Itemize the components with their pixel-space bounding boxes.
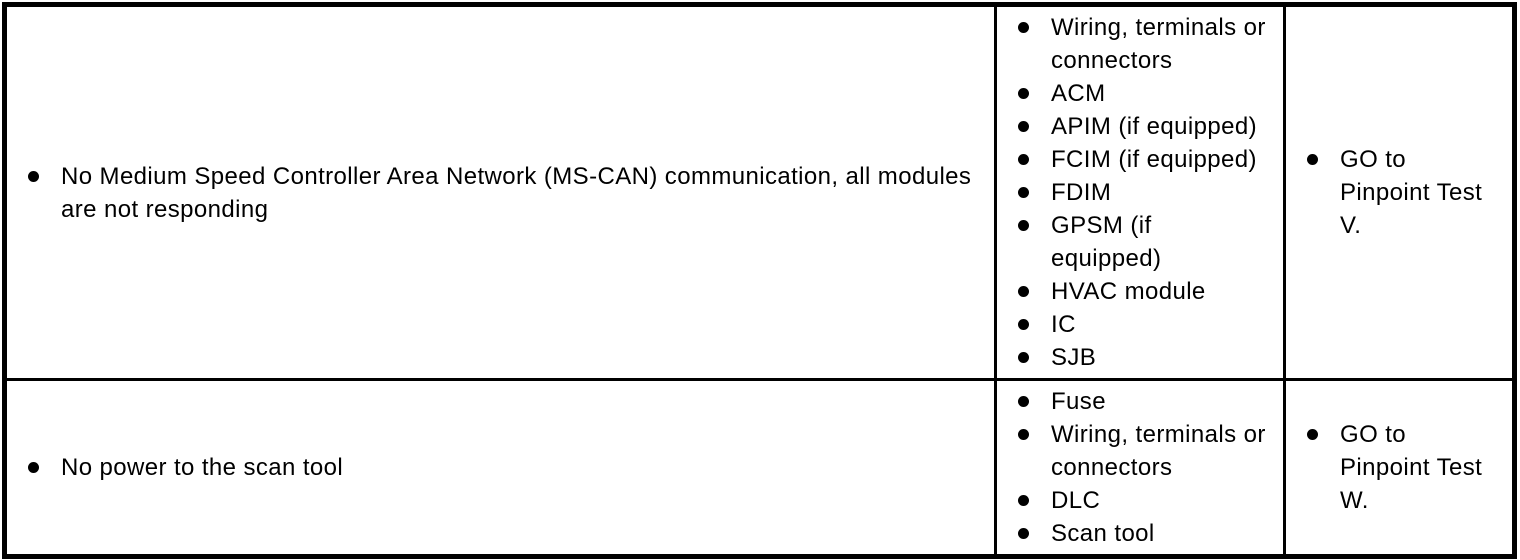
possible-sources-item: Wiring, terminals or connectors: [1018, 418, 1277, 484]
symptoms-item: No Medium Speed Controller Area Network …: [28, 160, 988, 226]
actions-text: GO to Pinpoint Test W.: [1340, 421, 1483, 514]
possible-sources-item: DLC: [1018, 484, 1277, 517]
actions-item: GO to Pinpoint Test V.: [1307, 143, 1506, 242]
possible-sources-text: IC: [1051, 311, 1076, 338]
possible-sources-text: FDIM: [1051, 179, 1112, 206]
bullet-icon: [1018, 121, 1029, 132]
possible-sources-item: Fuse: [1018, 385, 1277, 418]
symptoms-item: No power to the scan tool: [28, 451, 988, 484]
symptoms-text: No power to the scan tool: [61, 454, 344, 481]
bullet-icon: [1018, 352, 1029, 363]
possible-sources-item: GPSM (if equipped): [1018, 209, 1277, 275]
symptom-cell: No power to the scan tool: [3, 378, 997, 558]
bullet-icon: [1018, 88, 1029, 99]
bullet-icon: [1018, 495, 1029, 506]
bullet-icon: [1018, 22, 1029, 33]
bullet-icon: [28, 462, 39, 473]
bullet-icon: [1018, 429, 1029, 440]
symptoms-text: No Medium Speed Controller Area Network …: [61, 162, 972, 223]
possible-sources-item: FDIM: [1018, 176, 1277, 209]
possible-sources-text: ACM: [1051, 80, 1106, 107]
possible-sources-item: HVAC module: [1018, 275, 1277, 308]
bullet-icon: [1307, 429, 1318, 440]
bullet-icon: [1018, 528, 1029, 539]
bullet-icon: [1018, 319, 1029, 330]
possible-sources-text: SJB: [1051, 344, 1097, 371]
bullet-icon: [1018, 286, 1029, 297]
bullet-icon: [1018, 396, 1029, 407]
possible-sources-text: Fuse: [1051, 388, 1106, 415]
bullet-icon: [1018, 220, 1029, 231]
symptom-list: No power to the scan tool: [28, 451, 988, 484]
possible-sources-text: Wiring, terminals or connectors: [1051, 14, 1266, 74]
action-list: GO to Pinpoint Test W.: [1307, 418, 1506, 517]
bullet-icon: [1018, 154, 1029, 165]
bullet-icon: [1018, 187, 1029, 198]
possible-sources-text: GPSM (if equipped): [1051, 212, 1162, 272]
action-list: GO to Pinpoint Test V.: [1307, 143, 1506, 242]
possible-sources-item: Scan tool: [1018, 517, 1277, 550]
possible-sources-item: ACM: [1018, 77, 1277, 110]
symptom-chart-body: No Medium Speed Controller Area Network …: [3, 3, 1516, 558]
action-cell: GO to Pinpoint Test W.: [1283, 378, 1516, 558]
possible-sources-text: Wiring, terminals or connectors: [1051, 421, 1266, 481]
possible-sources-text: HVAC module: [1051, 278, 1206, 305]
action-cell: GO to Pinpoint Test V.: [1283, 3, 1516, 381]
actions-item: GO to Pinpoint Test W.: [1307, 418, 1506, 517]
possible-sources-item: Wiring, terminals or connectors: [1018, 11, 1277, 77]
possible-sources-item: SJB: [1018, 341, 1277, 374]
possible-sources-text: DLC: [1051, 487, 1101, 514]
actions-text: GO to Pinpoint Test V.: [1340, 146, 1483, 239]
symptom-list: No Medium Speed Controller Area Network …: [28, 160, 988, 226]
table-row: No Medium Speed Controller Area Network …: [3, 3, 1516, 381]
possible-sources-text: APIM (if equipped): [1051, 113, 1257, 140]
symptom-cell: No Medium Speed Controller Area Network …: [3, 3, 997, 381]
possible-sources-item: IC: [1018, 308, 1277, 341]
possible-sources-item: FCIM (if equipped): [1018, 143, 1277, 176]
possible-sources-text: FCIM (if equipped): [1051, 146, 1257, 173]
bullet-icon: [28, 170, 39, 182]
possible-sources-text: Scan tool: [1051, 520, 1155, 547]
bullet-icon: [1307, 154, 1318, 165]
possible-sources-item: APIM (if equipped): [1018, 110, 1277, 143]
